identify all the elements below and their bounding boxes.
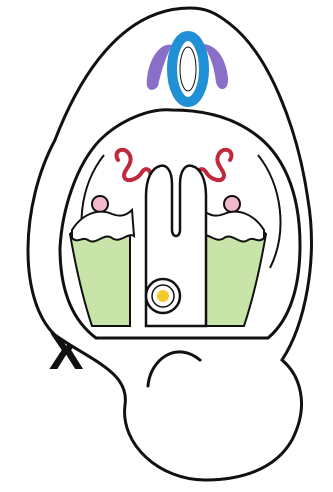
pink-dot-icon (92, 196, 108, 212)
blue-ring-icon (172, 36, 204, 102)
pink-dot-right (224, 196, 240, 212)
yellow-dot-icon (157, 290, 169, 302)
